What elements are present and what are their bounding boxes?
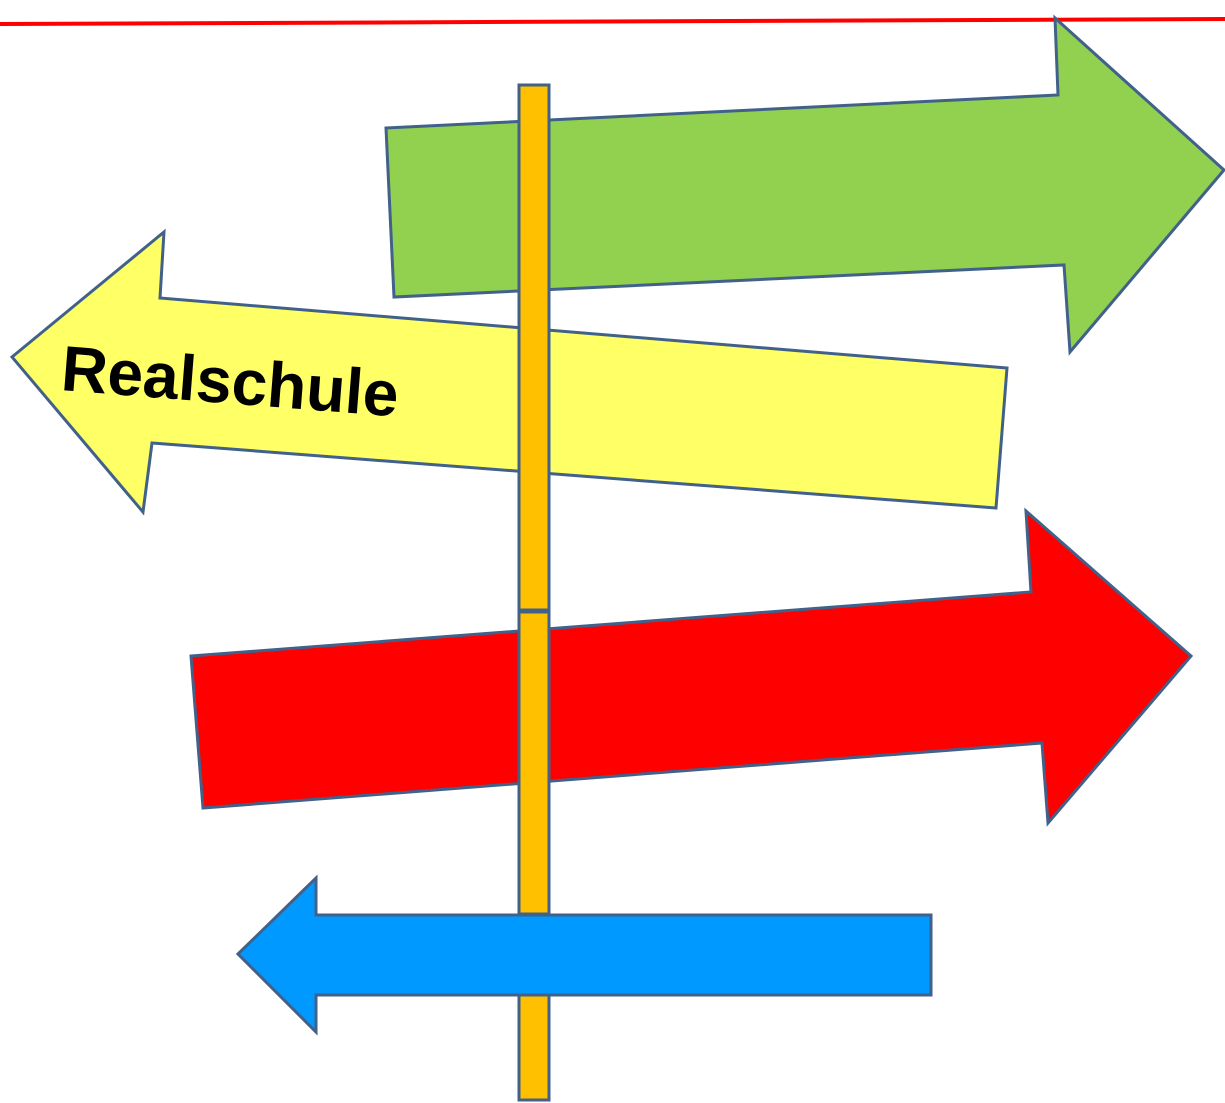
blue-arrow-left bbox=[235, 874, 933, 1036]
green-arrow-right bbox=[384, 14, 1225, 356]
top-divider-line bbox=[0, 17, 1225, 26]
signpost-pole-lower-segment bbox=[517, 610, 551, 916]
yellow-arrow-left bbox=[9, 228, 1009, 516]
signpost-pole-front-segment bbox=[517, 83, 551, 612]
red-arrow-right bbox=[189, 507, 1194, 827]
